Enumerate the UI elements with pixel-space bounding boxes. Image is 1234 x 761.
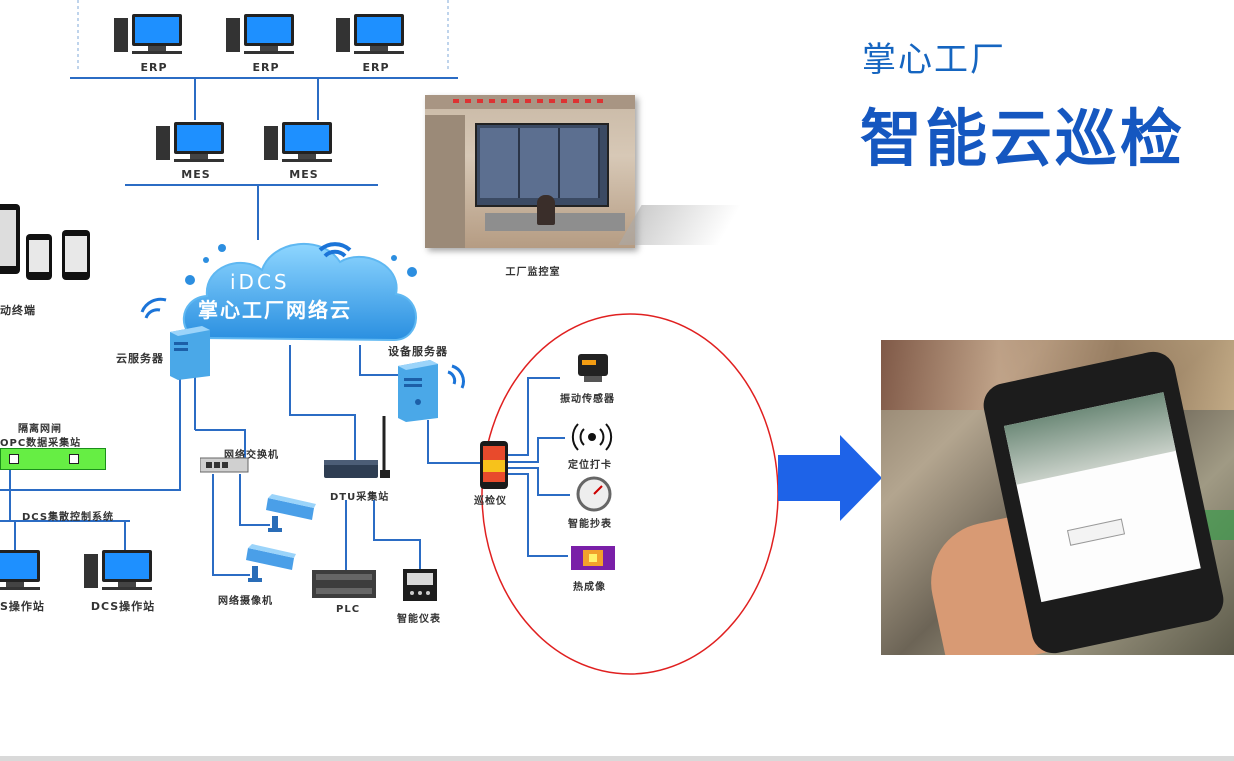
mes-computer-icon (264, 122, 332, 162)
dcs-station-left-label: S操作站 (0, 600, 45, 613)
erp-label-3: ERP (362, 61, 390, 74)
pressure-gauge-icon (576, 476, 612, 512)
thermal-image-icon (571, 546, 615, 570)
vibration-sensor-icon (578, 354, 608, 382)
camera-icon (266, 494, 316, 532)
dcs-station-right-label: DCS操作站 (90, 600, 156, 613)
mobile-devices-icon (0, 204, 90, 280)
erp-computer-icon (226, 14, 294, 54)
erp-label-2: ERP (252, 61, 280, 74)
thermal-label: 热成像 (573, 582, 606, 593)
mes-label-1: MES (181, 168, 211, 181)
positioning-icon (571, 423, 613, 451)
cloud-icon (182, 242, 417, 342)
network-camera-label: 网络摄像机 (218, 596, 273, 607)
control-room-label: 工厂监控室 (505, 267, 561, 278)
footer-bar (0, 756, 1234, 761)
dcs-system-label: DCS集散控制系统 (22, 512, 115, 523)
smart-meter-icon (403, 569, 437, 601)
vibration-sensor-label: 振动传感器 (560, 394, 615, 405)
network-switch-icon (200, 457, 249, 473)
handheld-inspection-photo (881, 340, 1234, 655)
mes-label-2: MES (289, 168, 319, 181)
dcs-computer-icon (84, 550, 152, 590)
dtu-label: DTU采集站 (330, 492, 390, 503)
control-room-photo (425, 95, 635, 248)
gateway-label: 隔离网闸 (18, 424, 62, 435)
mobile-terminal-label: 动终端 (0, 304, 36, 317)
cloud-subtitle: 掌心工厂网络云 (198, 298, 352, 322)
phone-screen (1003, 392, 1201, 603)
inspector-phone-icon (480, 441, 508, 489)
cloud-title: iDCS (230, 270, 290, 294)
cloud-server-label: 云服务器 (116, 352, 164, 365)
positioning-label: 定位打卡 (568, 460, 612, 471)
network-switch-label: 网络交换机 (224, 450, 279, 461)
page-title: 智能云巡检 (860, 102, 1186, 175)
page-subtitle: 掌心工厂 (862, 40, 1006, 80)
gateway-device (0, 448, 106, 470)
device-server-icon (398, 360, 465, 422)
dtu-icon (324, 416, 390, 478)
erp-label-1: ERP (140, 61, 168, 74)
meter-reading-label: 智能抄表 (568, 519, 612, 530)
plc-icon (312, 570, 376, 598)
highlight-circle (481, 313, 779, 675)
arrow-icon (778, 435, 882, 521)
smart-meter-label: 智能仪表 (397, 614, 441, 625)
inspector-label: 巡检仪 (474, 496, 507, 507)
erp-computer-icon (336, 14, 404, 54)
mes-computer-icon (156, 122, 224, 162)
cloud-server-icon (140, 297, 210, 380)
plc-label: PLC (336, 604, 361, 615)
opc-station-label: OPC数据采集站 (0, 438, 82, 449)
camera-icon (246, 544, 296, 582)
dcs-computer-icon (0, 550, 40, 590)
erp-computer-icon (114, 14, 182, 54)
device-server-label: 设备服务器 (388, 345, 448, 358)
